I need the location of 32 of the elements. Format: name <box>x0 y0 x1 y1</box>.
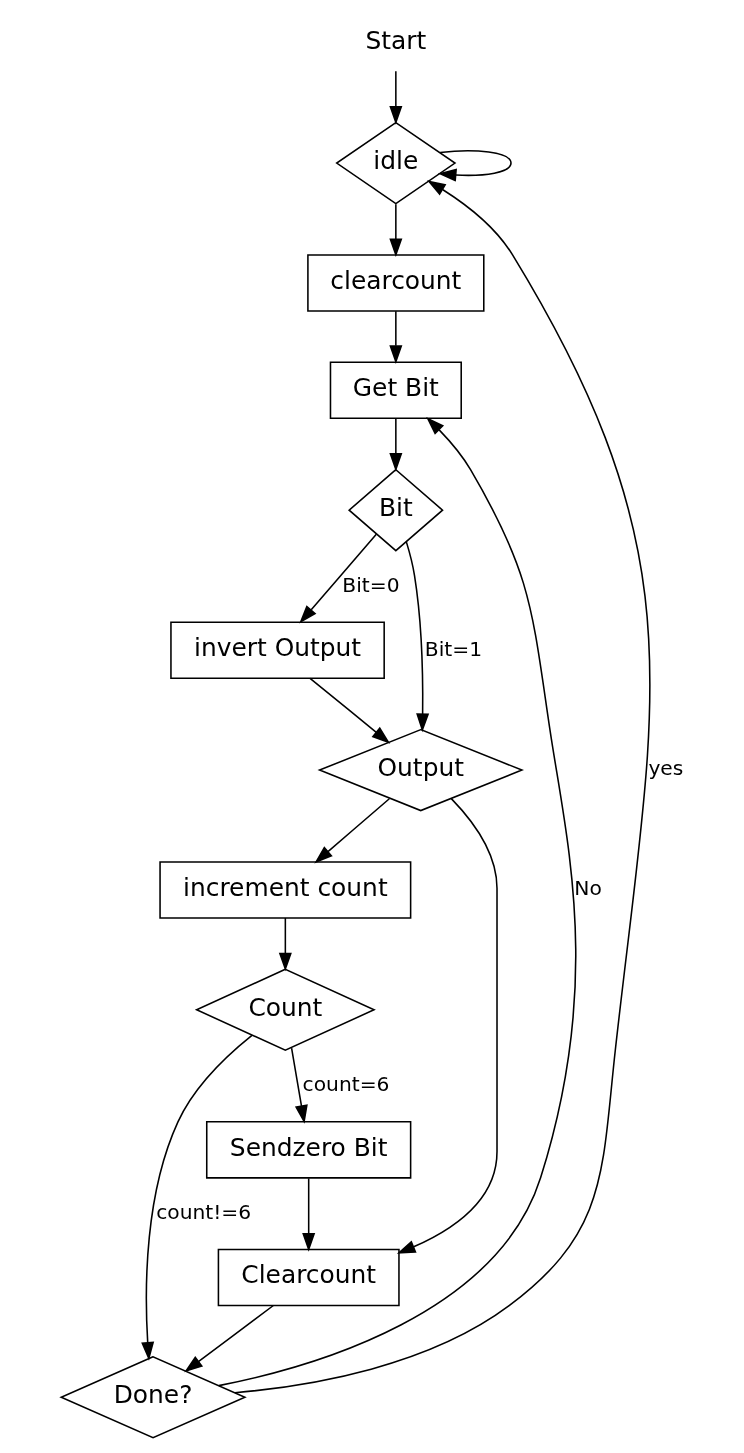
edge-label: Bit=1 <box>424 636 482 661</box>
arrow <box>405 541 429 733</box>
node-box: Get Bit <box>329 361 462 420</box>
arrow <box>388 203 402 258</box>
node-box: clearcount <box>306 254 485 312</box>
node-diamond: Bit <box>347 468 444 552</box>
arrow <box>278 917 292 972</box>
arrow <box>388 70 402 125</box>
node-box: Sendzero Bit <box>205 1121 411 1179</box>
arrow <box>313 797 390 864</box>
arrow <box>437 150 512 182</box>
edge-label: Bit=0 <box>341 572 400 597</box>
arrow <box>308 677 390 744</box>
arrow <box>217 417 577 1387</box>
node-diamond: Count <box>194 968 376 1052</box>
node-box: invert Output <box>169 621 385 680</box>
arrow <box>298 533 377 624</box>
arrow <box>290 1047 308 1124</box>
node-box: increment count <box>158 861 411 919</box>
node-box: Clearcount <box>217 1248 400 1307</box>
node-text: Start <box>364 26 426 56</box>
edge-label: count!=6 <box>155 1199 251 1224</box>
arrow <box>233 180 651 1394</box>
arrow <box>140 1034 253 1361</box>
edge-label: yes <box>647 756 683 781</box>
arrow <box>388 417 402 472</box>
arrow <box>396 797 498 1254</box>
edge-label: count=6 <box>302 1072 389 1097</box>
edge-label: No <box>573 876 602 901</box>
arrow <box>388 310 402 364</box>
arrow <box>183 1304 274 1373</box>
arrow <box>301 1177 315 1252</box>
